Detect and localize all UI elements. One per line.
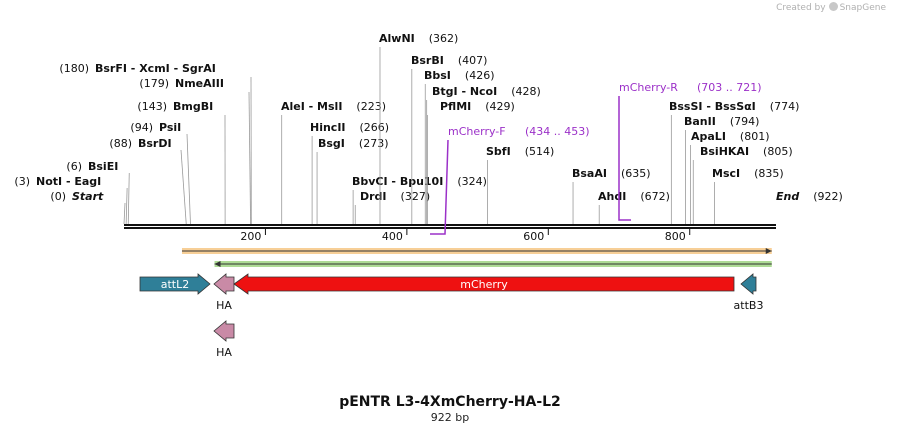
plasmid-title: pENTR L3-4XmCherry-HA-L2 bbox=[339, 394, 561, 410]
enzyme-name-left-4: PsiI bbox=[159, 121, 181, 134]
enzyme-pos-4: (94) bbox=[130, 121, 153, 134]
feature-attb3-3 bbox=[740, 273, 757, 295]
enzyme-name-left-5: BmgBI bbox=[173, 100, 213, 113]
axis-tick-label-400: 400 bbox=[382, 230, 403, 243]
enzyme-name-2: BsgI bbox=[318, 137, 345, 150]
enzyme-pos-5: (143) bbox=[137, 100, 167, 113]
enzyme-pos-mid-17: (835) bbox=[754, 167, 784, 180]
enzyme-pos-7: (180) bbox=[59, 62, 89, 75]
enzyme-name-12: AhdI bbox=[598, 190, 626, 203]
feature-label-0: attL2 bbox=[161, 278, 190, 291]
enzyme-pos-mid-16: (805) bbox=[763, 145, 793, 158]
enzyme-pos-6: (179) bbox=[139, 77, 169, 90]
enzyme-pos-mid-9: (362) bbox=[429, 32, 459, 45]
enzyme-pos-0: (0) bbox=[50, 190, 66, 203]
enzyme-pos-mid-0: (327) bbox=[401, 190, 431, 203]
enzyme-pos-mid-5: (429) bbox=[485, 100, 515, 113]
primer-arrow-1 bbox=[618, 96, 631, 221]
enzyme-pos-mid-14: (794) bbox=[730, 115, 760, 128]
enzyme-pos-mid-8: (407) bbox=[458, 54, 488, 67]
feature-ha-1 bbox=[213, 273, 235, 295]
enzyme-name-13: BssSI - BssSαI bbox=[669, 100, 756, 113]
enzyme-name-10: SbfI bbox=[486, 145, 511, 158]
plasmid-length: 922 bp bbox=[430, 411, 470, 424]
enzyme-name-1: BbvCI - Bpu10I bbox=[352, 175, 443, 188]
enzyme-pos-mid-1: (324) bbox=[457, 175, 487, 188]
enzyme-leader-left-4 bbox=[186, 133, 191, 225]
enzyme-pos-mid-12: (672) bbox=[640, 190, 670, 203]
plasmid-map: 200 400 600 800 (0) Start (3) NotI - EagI (6) Bsi… bbox=[14, 32, 843, 359]
enzyme-pos-1: (3) bbox=[14, 175, 30, 188]
enzyme-pos-mid-11: (635) bbox=[621, 167, 651, 180]
title-block: pENTR L3-4XmCherry-HA-L2 922 bp bbox=[0, 394, 900, 424]
enzyme-pos-mid-3: (266) bbox=[360, 121, 390, 134]
enzyme-name-16: BsiHKAI bbox=[700, 145, 749, 158]
enzyme-name-left-0: Start bbox=[72, 190, 104, 203]
axis-tick-label-800: 800 bbox=[665, 230, 686, 243]
primer-name-0: mCherry-F bbox=[448, 125, 506, 138]
enzyme-name-left-7: BsrFI - XcmI - SgrAI bbox=[95, 62, 216, 75]
enzyme-name-5: PflMI bbox=[440, 100, 471, 113]
snapgene-logo-icon bbox=[828, 2, 838, 11]
enzyme-name-4: AleI - MslI bbox=[281, 100, 342, 113]
enzyme-leader-left-2 bbox=[127, 172, 130, 225]
enzyme-leader-left-6 bbox=[248, 91, 251, 225]
orf-arrowhead-0 bbox=[765, 248, 772, 254]
enzyme-leader-left-0 bbox=[123, 202, 126, 225]
feature-mcherry-2 bbox=[233, 273, 735, 295]
enzyme-pos-mid-13: (774) bbox=[770, 100, 800, 113]
enzyme-pos-mid-7: (426) bbox=[465, 69, 495, 82]
axis-tick-label-600: 600 bbox=[523, 230, 544, 243]
enzyme-name-3: HincII bbox=[310, 121, 346, 134]
enzyme-pos-mid-2: (273) bbox=[359, 137, 389, 150]
orf-arrowhead-1 bbox=[214, 261, 221, 267]
enzyme-pos-3: (88) bbox=[109, 137, 132, 150]
enzyme-leader-left-1 bbox=[125, 187, 128, 225]
primer-name-1: mCherry-R bbox=[619, 81, 678, 94]
enzyme-pos-mid-6: (428) bbox=[511, 85, 541, 98]
enzyme-name-0: DrdI bbox=[360, 190, 387, 203]
enzyme-name-9: AlwNI bbox=[379, 32, 415, 45]
backbone-bottom-strand bbox=[124, 227, 776, 229]
credit-brand: SnapGene bbox=[839, 3, 886, 13]
enzyme-name-left-2: BsiEI bbox=[88, 160, 118, 173]
primer-range-0: (434 .. 453) bbox=[525, 125, 590, 138]
enzyme-pos-2: (6) bbox=[66, 160, 82, 173]
primer-arrow-0 bbox=[430, 139, 449, 235]
credit-prefix: Created by bbox=[776, 3, 826, 13]
enzyme-name-14: BanII bbox=[684, 115, 716, 128]
feature-ha-4 bbox=[213, 320, 235, 342]
enzyme-name-18: End bbox=[776, 190, 799, 203]
enzyme-name-left-1: NotI - EagI bbox=[36, 175, 101, 188]
enzyme-pos-mid-4: (223) bbox=[356, 100, 386, 113]
credit: Created by SnapGene bbox=[776, 2, 886, 13]
enzyme-pos-mid-15: (801) bbox=[740, 130, 770, 143]
feature-label-2: mCherry bbox=[460, 278, 508, 291]
enzyme-name-7: BbsI bbox=[424, 69, 451, 82]
backbone-top-strand bbox=[124, 224, 776, 226]
feature-label-3: attB3 bbox=[734, 299, 764, 312]
enzyme-pos-mid-18: (922) bbox=[813, 190, 843, 203]
axis-tick-label-200: 200 bbox=[240, 230, 261, 243]
enzyme-name-left-3: BsrDI bbox=[138, 137, 172, 150]
enzyme-name-17: MscI bbox=[712, 167, 740, 180]
enzyme-leader-left-3 bbox=[180, 149, 187, 225]
feature-label-1: HA bbox=[216, 299, 232, 312]
enzyme-name-left-6: NmeAIII bbox=[175, 77, 224, 90]
enzyme-name-15: ApaLI bbox=[691, 130, 726, 143]
feature-label-4: HA bbox=[216, 346, 232, 359]
feature-attl2-0 bbox=[139, 273, 211, 295]
enzyme-name-6: BtgI - NcoI bbox=[432, 85, 497, 98]
primer-range-1: (703 .. 721) bbox=[697, 81, 762, 94]
enzyme-name-11: BsaAI bbox=[572, 167, 607, 180]
enzyme-name-8: BsrBI bbox=[411, 54, 444, 67]
enzyme-pos-mid-10: (514) bbox=[525, 145, 555, 158]
